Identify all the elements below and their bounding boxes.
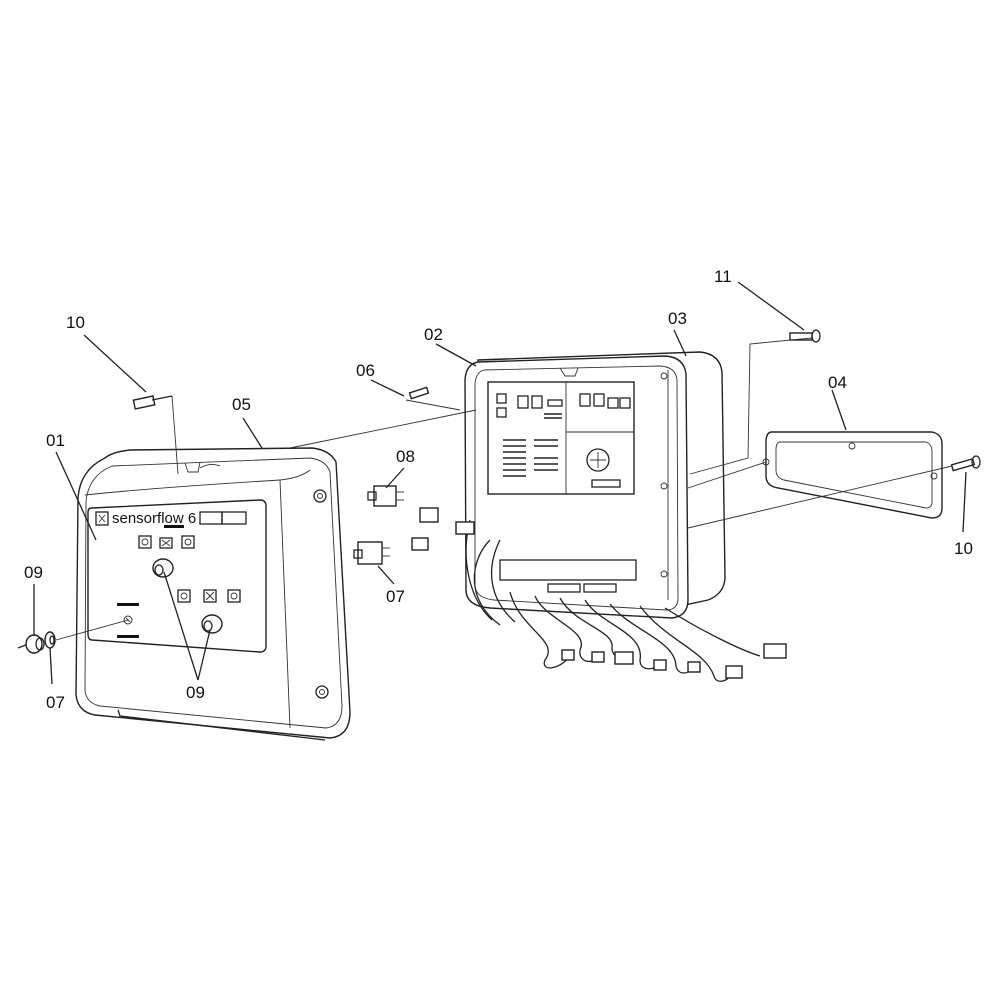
washer-part-07: [44, 631, 56, 649]
bezel-frame: [762, 431, 943, 519]
screw-06: [408, 386, 430, 400]
assembly-lines: [55, 337, 953, 641]
callout-10-left: 10: [66, 313, 85, 332]
callout-07-mid: 07: [386, 587, 405, 606]
callout-11: 11: [714, 267, 732, 286]
front-cover: sensorflow 6: [75, 447, 351, 741]
callout-05: 05: [232, 395, 251, 414]
callout-labels: 10 05 01 02 03 11 04 06 08 07 10 09 07 0…: [24, 267, 973, 712]
callout-09-mid: 09: [186, 683, 205, 702]
callout-04: 04: [828, 373, 847, 392]
callout-02: 02: [424, 325, 443, 344]
callout-07-left: 07: [46, 693, 65, 712]
knob-part-09: [17, 634, 45, 654]
screw-10-left: [132, 395, 173, 410]
callout-leaders: [33, 281, 967, 685]
wire-harness: [411, 507, 787, 682]
brand-label: sensorflow 6: [112, 510, 196, 527]
callout-01: 01: [46, 431, 65, 450]
screw-11: [789, 329, 821, 343]
callout-03: 03: [668, 309, 687, 328]
callout-08: 08: [396, 447, 415, 466]
housing-box: [464, 351, 726, 619]
switch-08: [367, 485, 404, 507]
screw-10-right: [950, 455, 981, 472]
callout-09-left: 09: [24, 563, 43, 582]
callout-06: 06: [356, 361, 375, 380]
callout-10-right: 10: [954, 539, 973, 558]
switch-07-mid: [353, 541, 390, 565]
